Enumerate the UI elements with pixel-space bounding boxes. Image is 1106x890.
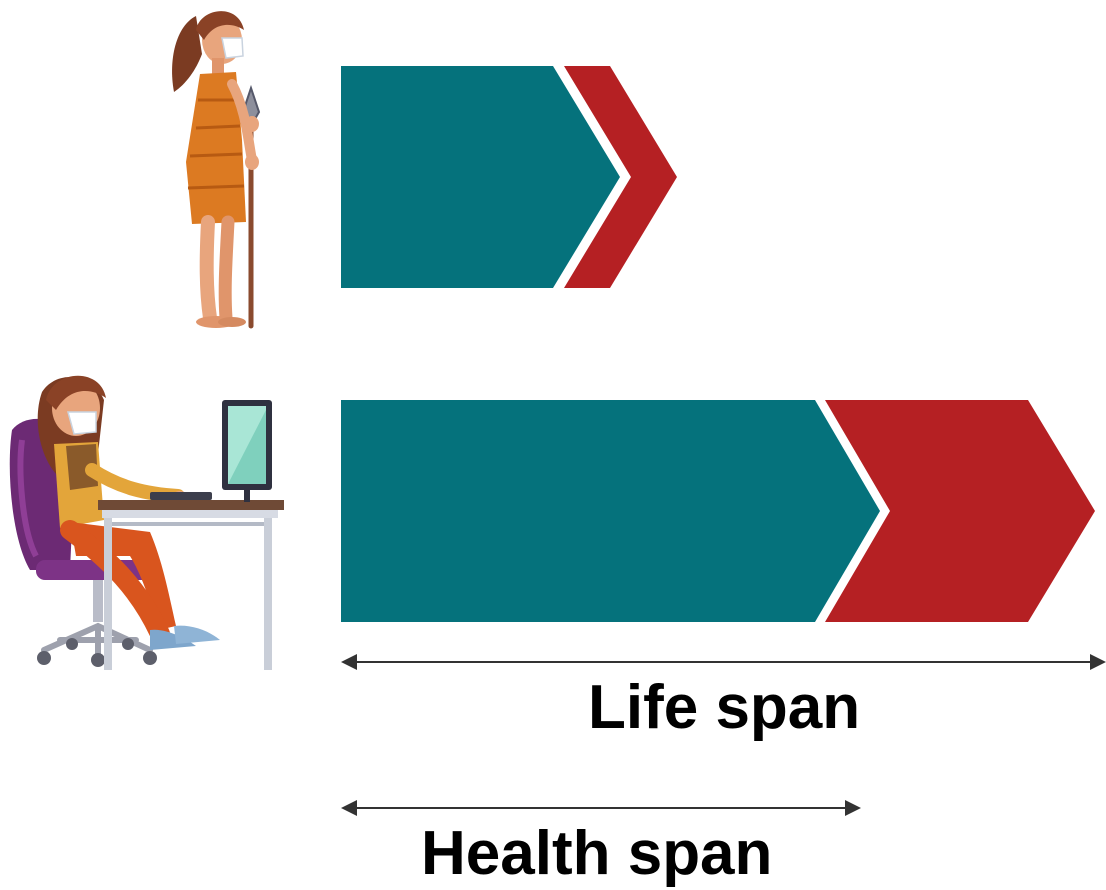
- health-span-bar-modern: [341, 400, 880, 622]
- health-span-label: Health span: [421, 818, 772, 889]
- health-span-bar-past: [341, 66, 620, 288]
- life-span-arrow: [341, 654, 1106, 670]
- cavewoman-figure: [172, 11, 259, 328]
- life-span-label: Life span: [588, 672, 860, 743]
- health-span-arrow: [341, 800, 861, 816]
- office-woman-figure: [10, 376, 284, 670]
